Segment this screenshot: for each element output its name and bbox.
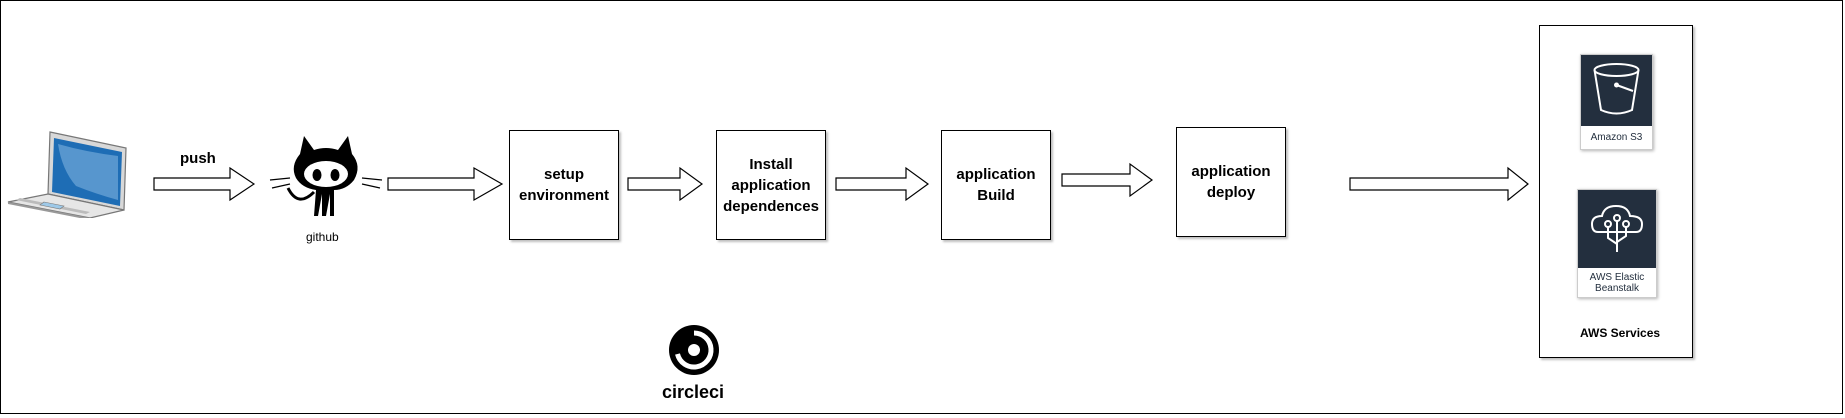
step-text-line: setup [543,166,584,183]
step-text-line: dependences [723,197,819,215]
aws-service-s3-label: Amazon S3 [1590,132,1643,143]
step-application-build: application Build [941,130,1051,240]
arrow-to-install [627,166,704,202]
step-text-line: deploy [1206,184,1256,201]
step-text-line: environment [518,187,609,204]
circleci-label: circleci [662,382,725,402]
push-label: push [180,150,216,167]
elastic-beanstalk-icon [1578,190,1656,268]
step-text-line: application [1191,163,1271,180]
circleci-logo-icon [668,324,720,376]
arrow-push [153,166,256,202]
step-install-dependences: Install application dependences [716,130,826,240]
aws-service-eb-label-line2: Beanstalk [1595,283,1639,294]
arrow-to-aws [1349,166,1529,202]
arrow-to-build [835,166,930,202]
step-setup-environment: setup environment [509,130,619,240]
s3-bucket-icon [1581,55,1652,126]
aws-services-label: AWS Services [1580,326,1661,340]
step-text-line: Build [977,187,1015,204]
step-text-line: application [731,176,811,194]
aws-service-eb-label-line1: AWS Elastic [1589,272,1645,283]
step-text-line: application [956,166,1036,183]
github-octocat-icon [268,128,384,222]
aws-service-elastic-beanstalk: AWS Elastic Beanstalk [1577,189,1657,298]
step-text-line: Install [749,155,793,173]
step-application-deploy: application deploy [1176,127,1286,237]
aws-service-eb-label: AWS Elastic Beanstalk [1578,272,1656,294]
laptop-icon [6,130,128,220]
aws-service-s3: Amazon S3 [1580,54,1653,150]
github-label: github [306,230,339,244]
arrow-to-setup [387,166,504,202]
arrow-to-deploy [1061,162,1154,198]
